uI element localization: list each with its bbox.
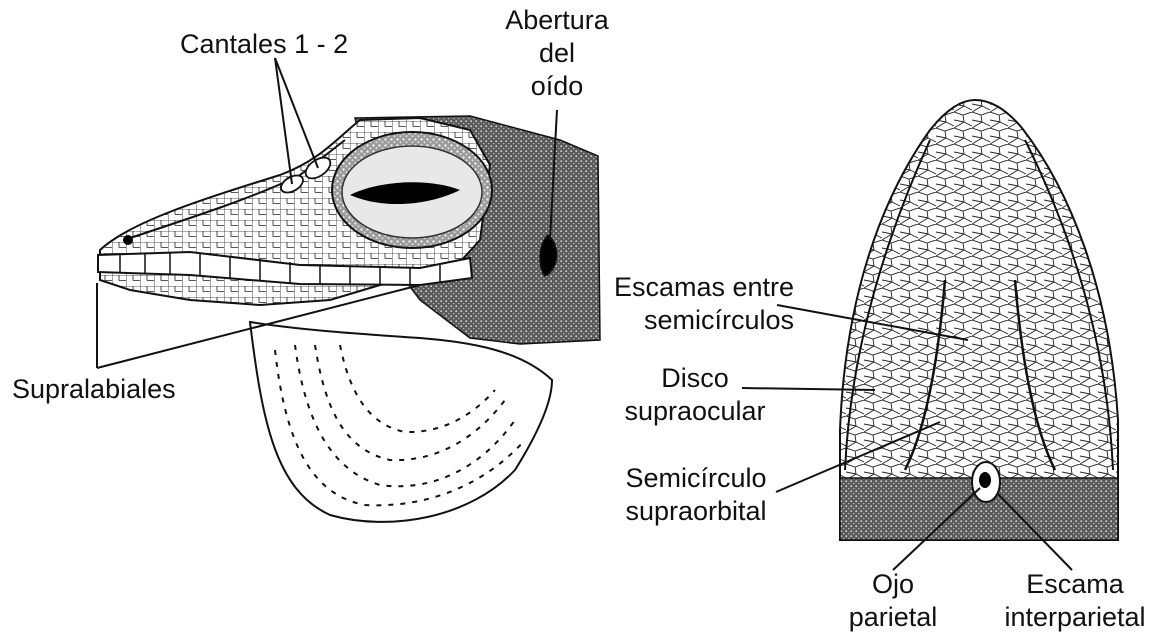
label-ojo: Ojo parietal [843, 568, 943, 634]
label-escama-inter-line2: interparietal [995, 601, 1155, 634]
label-escama-inter-line1: Escama [995, 568, 1155, 601]
label-abertura-line2: del [500, 37, 614, 70]
label-ojo-line2: parietal [843, 601, 943, 634]
label-cantales-text: Cantales 1 - 2 [180, 28, 348, 61]
side-head-view [98, 116, 600, 522]
label-semicirculo-line1: Semicírculo [616, 462, 776, 495]
label-abertura: Abertura del oído [500, 4, 614, 103]
label-semicirculo-line2: supraorbital [616, 495, 776, 528]
label-supralabiales: Supralabiales [12, 373, 176, 406]
label-escama-inter: Escama interparietal [995, 568, 1155, 634]
label-abertura-line3: oído [500, 70, 614, 103]
label-cantales: Cantales 1 - 2 [180, 28, 348, 61]
dewlap [250, 322, 552, 522]
label-supralabiales-text: Supralabiales [12, 373, 176, 406]
label-ojo-line1: Ojo [843, 568, 943, 601]
label-abertura-line1: Abertura [500, 4, 614, 37]
dorsal-head-view [840, 100, 1118, 540]
leader-cantal-1 [275, 58, 292, 184]
parietal-eye [979, 472, 991, 488]
label-disco-line2: supraocular [615, 395, 775, 428]
nostril [123, 235, 133, 245]
label-disco: Disco supraocular [615, 362, 775, 428]
label-escamas-entre-line1: Escamas entre [604, 271, 804, 304]
label-escamas-entre: Escamas entre semicírculos [604, 271, 804, 337]
label-semicirculo: Semicírculo supraorbital [616, 462, 776, 528]
label-disco-line1: Disco [615, 362, 775, 395]
label-escamas-entre-line2: semicírculos [604, 304, 804, 337]
